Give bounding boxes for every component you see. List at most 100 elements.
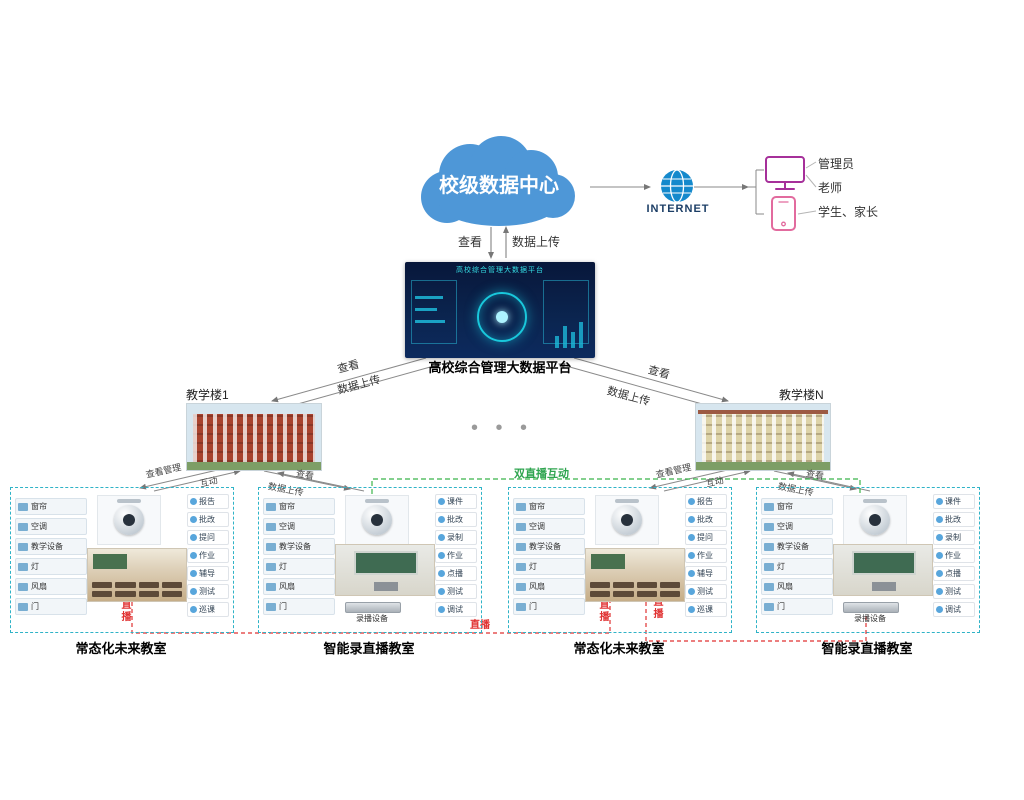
device-label: 窗帘 xyxy=(31,502,47,511)
platform-panel xyxy=(411,280,457,344)
device-row: 灯 xyxy=(761,558,833,575)
recorder-device xyxy=(843,602,899,613)
control-icon xyxy=(936,570,943,577)
device-row: 教学设备 xyxy=(263,538,335,555)
device-label: 空调 xyxy=(777,522,793,531)
control-icon xyxy=(190,588,197,595)
control-row: 录制 xyxy=(435,530,477,545)
device-label: 空调 xyxy=(31,522,47,531)
building-ground xyxy=(187,462,321,470)
device-icon xyxy=(764,542,774,551)
building-facade xyxy=(193,414,315,462)
building-facade xyxy=(702,414,824,462)
platform-vbars xyxy=(555,322,583,348)
control-icon xyxy=(688,570,695,577)
greenboard xyxy=(852,551,916,575)
classroom-photo xyxy=(833,544,933,596)
device-row: 窗帘 xyxy=(513,498,585,515)
chalkboard xyxy=(93,554,127,569)
building-1-label: 教学楼1 xyxy=(186,388,229,402)
control-icon xyxy=(438,606,445,613)
control-icon xyxy=(438,534,445,541)
device-label: 教学设备 xyxy=(529,542,561,551)
device-label: 灯 xyxy=(279,562,287,571)
control-label: 提问 xyxy=(199,533,215,542)
user-role-label: 学生、家长 xyxy=(818,205,879,219)
control-icon xyxy=(190,534,197,541)
greenboard xyxy=(354,551,418,575)
device-label: 教学设备 xyxy=(777,542,809,551)
control-label: 测试 xyxy=(199,587,215,596)
live-label-3: 直播 xyxy=(597,599,608,623)
control-icon xyxy=(688,534,695,541)
control-row: 批改 xyxy=(685,512,727,527)
platform-bar xyxy=(415,320,445,323)
control-row: 辅导 xyxy=(187,566,229,581)
control-icon xyxy=(438,516,445,523)
dome-camera-photo xyxy=(97,495,161,545)
control-icon xyxy=(688,606,695,613)
teaching-building-n-photo xyxy=(695,403,831,471)
device-row: 空调 xyxy=(513,518,585,535)
cloud-upload-label: 数据上传 xyxy=(512,235,561,249)
device-label: 门 xyxy=(529,602,537,611)
user-roles-list: 管理员老师学生、家长 xyxy=(818,155,878,227)
control-row: 辅导 xyxy=(685,566,727,581)
camera-dome-icon xyxy=(362,505,392,535)
classroom-caption-3: 常态化未来教室 xyxy=(573,641,665,656)
device-label: 教学设备 xyxy=(279,542,311,551)
dual-live-label: 双直播互动 xyxy=(514,468,569,480)
internet-label: INTERNET xyxy=(646,203,710,215)
device-row: 风扇 xyxy=(513,578,585,595)
classroom-group-3: 窗帘 空调 教学设备 灯 风扇 门 xyxy=(508,487,732,633)
control-icon xyxy=(190,516,197,523)
device-label: 窗帘 xyxy=(777,502,793,511)
classroom-caption-2: 智能录直播教室 xyxy=(323,641,415,656)
control-row: 作业 xyxy=(685,548,727,563)
recorder-label: 录播设备 xyxy=(356,614,388,623)
control-row: 课件 xyxy=(435,494,477,509)
control-icon xyxy=(190,606,197,613)
control-icon xyxy=(438,552,445,559)
admin-monitor-icon xyxy=(765,156,805,190)
control-icon xyxy=(438,588,445,595)
control-label: 批改 xyxy=(945,515,961,524)
device-icon xyxy=(516,522,526,531)
internet-globe-icon xyxy=(661,169,693,203)
control-label: 批改 xyxy=(199,515,215,524)
camera-dome-icon xyxy=(114,505,144,535)
control-row: 作业 xyxy=(933,548,975,563)
dome-camera-photo xyxy=(345,495,409,545)
control-row: 测试 xyxy=(933,584,975,599)
control-label: 作业 xyxy=(199,551,215,560)
device-icon xyxy=(266,562,276,571)
teaching-building-1-photo xyxy=(186,403,322,471)
control-label: 辅导 xyxy=(199,569,215,578)
classroom-group-2: 窗帘 空调 教学设备 灯 风扇 门 录播设备 xyxy=(258,487,482,633)
device-icon xyxy=(18,502,28,511)
control-icon xyxy=(438,570,445,577)
control-label: 作业 xyxy=(945,551,961,560)
control-label: 作业 xyxy=(447,551,463,560)
live-links xyxy=(131,600,867,642)
dual-live-link xyxy=(371,478,861,494)
cloud-icon xyxy=(421,136,575,226)
device-label: 门 xyxy=(777,602,785,611)
camera-dome-icon xyxy=(860,505,890,535)
cloud-platform-arrows xyxy=(488,226,509,259)
device-panel: 窗帘 空调 教学设备 灯 风扇 门 xyxy=(15,498,87,615)
device-label: 门 xyxy=(31,602,39,611)
control-label: 测试 xyxy=(945,587,961,596)
platform-screenshot: 高校综合管理大数据平台 xyxy=(405,262,595,358)
control-panel: 课件 批改 录制 作业 点播 测试 调试 xyxy=(435,494,477,617)
control-row: 提问 xyxy=(685,530,727,545)
control-label: 调试 xyxy=(447,605,463,614)
control-row: 批改 xyxy=(187,512,229,527)
control-label: 辅导 xyxy=(697,569,713,578)
dome-camera-photo xyxy=(843,495,907,545)
control-icon xyxy=(190,552,197,559)
device-panel: 窗帘 空调 教学设备 灯 风扇 门 xyxy=(513,498,585,615)
control-row: 测试 xyxy=(685,584,727,599)
control-label: 作业 xyxy=(697,551,713,560)
platform-building-arrows xyxy=(271,357,729,408)
